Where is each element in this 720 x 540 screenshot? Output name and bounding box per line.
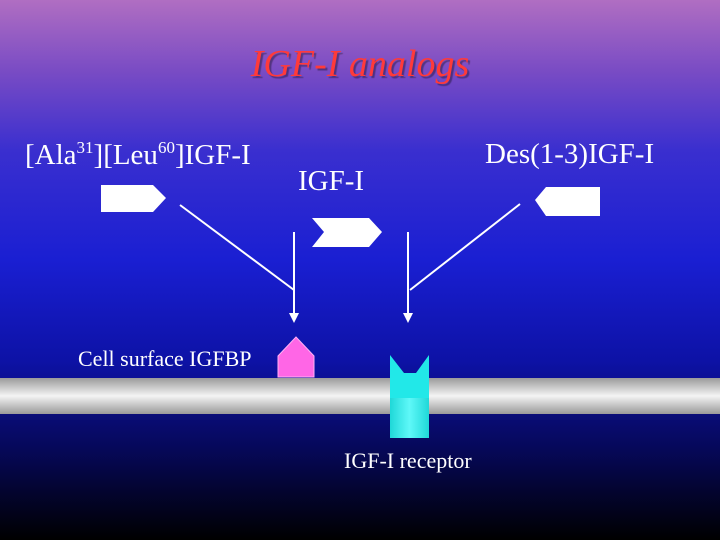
igfbp-shape (277, 336, 315, 378)
analog-left-middle: ][Leu (93, 139, 158, 171)
ligand-left (101, 185, 166, 212)
analog-left-sup2: 60 (157, 138, 175, 157)
arrow-head-left (289, 313, 299, 323)
receptor-label: IGF-I receptor (344, 448, 472, 473)
analog-label-igf1: IGF-I (298, 165, 365, 197)
slide-title: IGF-I analogs (250, 43, 470, 85)
arrow-line-left-diagonal (179, 204, 295, 291)
analog-label-ala31-leu60: [Ala31][Leu60]IGF-I (25, 138, 251, 172)
igf1-receptor (390, 355, 429, 438)
analog-left-prefix: [Ala (25, 139, 77, 171)
analog-label-des13: Des(1-3)IGF-I (485, 138, 655, 170)
ligand-right (535, 187, 600, 216)
analog-left-sup1: 31 (76, 138, 94, 157)
receptor-lower (390, 396, 429, 438)
receptor-upper (390, 355, 429, 398)
arrow-head-right (403, 313, 413, 323)
igfbp-label: Cell surface IGFBP (78, 346, 252, 371)
ligand-center (312, 218, 382, 247)
analog-left-suffix: ]IGF-I (174, 139, 251, 171)
cell-membrane (0, 378, 720, 414)
arrow-line-right-diagonal (409, 203, 521, 291)
